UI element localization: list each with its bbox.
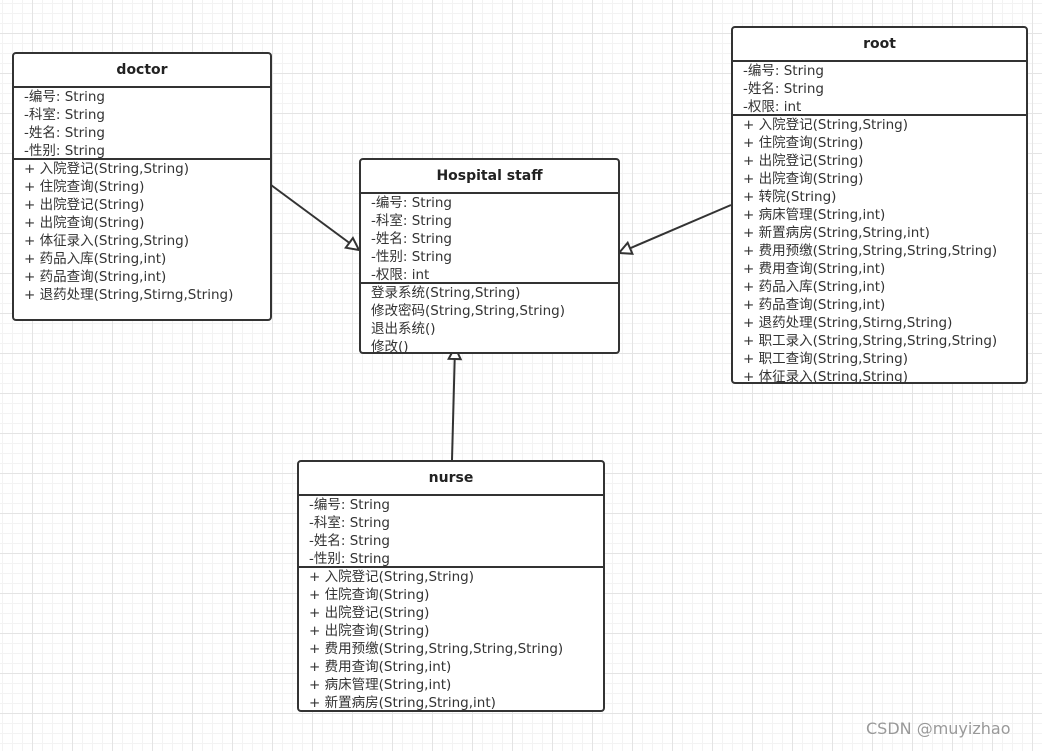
method: + 体征录入(String,String) (743, 369, 909, 384)
method: + 出院登记(String) (309, 605, 430, 621)
inheritance-line-doctor (270, 184, 350, 244)
attributes-section: -编号: String -科室: String -姓名: String -性别: St… (14, 88, 270, 160)
method: + 病床管理(String,int) (743, 207, 886, 223)
methods-section: + 入院登记(String,String) + 住院查询(String) + 出院登… (299, 568, 603, 711)
inheritance-line-nurse (451, 358, 456, 461)
method: + 出院登记(String) (24, 197, 145, 213)
method: + 费用预缴(String,String,String,String) (743, 243, 998, 259)
method: + 入院登记(String,String) (743, 117, 909, 133)
method: + 药品查询(String,int) (743, 297, 886, 313)
class-name: root (733, 28, 1026, 62)
class-doctor[interactable]: doctor-编号: String-科室: String-姓名: String-… (12, 52, 272, 321)
methods-section: + 入院登记(String,String) + 住院查询(String) + 出院登… (733, 116, 1026, 384)
attribute: -编号: String (309, 497, 390, 513)
method: + 新置病房(String,String,int) (743, 225, 930, 241)
attribute: -编号: String (743, 63, 824, 79)
method: + 药品入库(String,int) (743, 279, 886, 295)
method: + 退药处理(String,Stirng,String) (24, 287, 234, 303)
attribute: -权限: int (743, 99, 802, 115)
method: + 职工录入(String,String,String,String) (743, 333, 998, 349)
attributes-section: -编号: String -科室: String -姓名: String -性别: St… (361, 194, 618, 284)
method: + 住院查询(String) (743, 135, 864, 151)
method: 登录系统(String,String) (371, 285, 521, 301)
method: 退出系统() (371, 321, 436, 337)
methods-section: + 入院登记(String,String) + 住院查询(String) + 出院登… (14, 160, 270, 304)
method: + 出院查询(String) (24, 215, 145, 231)
inheritance-arrowhead-icon (344, 236, 361, 252)
method: + 病床管理(String,int) (309, 677, 452, 693)
attributes-section: -编号: String -科室: String -姓名: String -性别: St… (299, 496, 603, 568)
attribute: -姓名: String (743, 81, 824, 97)
method: 修改() (371, 339, 409, 354)
method: + 住院查询(String) (24, 179, 145, 195)
attribute: -姓名: String (24, 125, 105, 141)
attribute: -姓名: String (371, 231, 452, 247)
attribute: -编号: String (24, 89, 105, 105)
method: + 退药处理(String,Stirng,String) (743, 315, 953, 331)
method: + 出院登记(String) (743, 153, 864, 169)
method: + 入院登记(String,String) (309, 569, 475, 585)
inheritance-arrowhead-icon (616, 240, 634, 255)
class-root[interactable]: root-编号: String-姓名: String-权限: int+ 入院登记… (731, 26, 1028, 384)
method: 修改密码(String,String,String) (371, 303, 565, 319)
attribute: -权限: int (371, 267, 430, 283)
inheritance-line-root (629, 204, 732, 250)
attribute: -性别: String (24, 143, 105, 159)
method: + 职工查询(String,String) (743, 351, 909, 367)
class-name: doctor (14, 54, 270, 88)
method: + 费用查询(String,int) (309, 659, 452, 675)
method: + 费用预缴(String,String,String,String) (309, 641, 564, 657)
attribute: -性别: String (309, 551, 390, 567)
method: + 药品查询(String,int) (24, 269, 167, 285)
method: + 住院查询(String) (309, 587, 430, 603)
method: + 药品入库(String,int) (24, 251, 167, 267)
method: + 转院(String) (743, 189, 837, 205)
class-staff[interactable]: Hospital staff-编号: String -科室: String -姓名:… (359, 158, 620, 354)
attribute: -性别: String (371, 249, 452, 265)
attribute: -科室: String (309, 515, 390, 531)
class-nurse[interactable]: nurse-编号: String -科室: String -姓名: String -性… (297, 460, 605, 712)
method: + 入院登记(String,String) (24, 161, 190, 177)
class-name: Hospital staff (361, 160, 618, 194)
watermark: CSDN @muyizhao (866, 719, 1011, 738)
attribute: -姓名: String (309, 533, 390, 549)
class-name: nurse (299, 462, 603, 496)
attribute: -科室: String (24, 107, 105, 123)
method: + 出院查询(String) (309, 623, 430, 639)
method: + 体征录入(String,String) (24, 233, 190, 249)
attribute: -科室: String (371, 213, 452, 229)
method: + 出院查询(String) (743, 171, 864, 187)
methods-section: 登录系统(String,String) 修改密码(String,String,St… (361, 284, 618, 354)
attributes-section: -编号: String -姓名: String -权限: int (733, 62, 1026, 116)
method: + 新置病房(String,String,int) (309, 695, 496, 711)
attribute: -编号: String (371, 195, 452, 211)
method: + 费用查询(String,int) (743, 261, 886, 277)
